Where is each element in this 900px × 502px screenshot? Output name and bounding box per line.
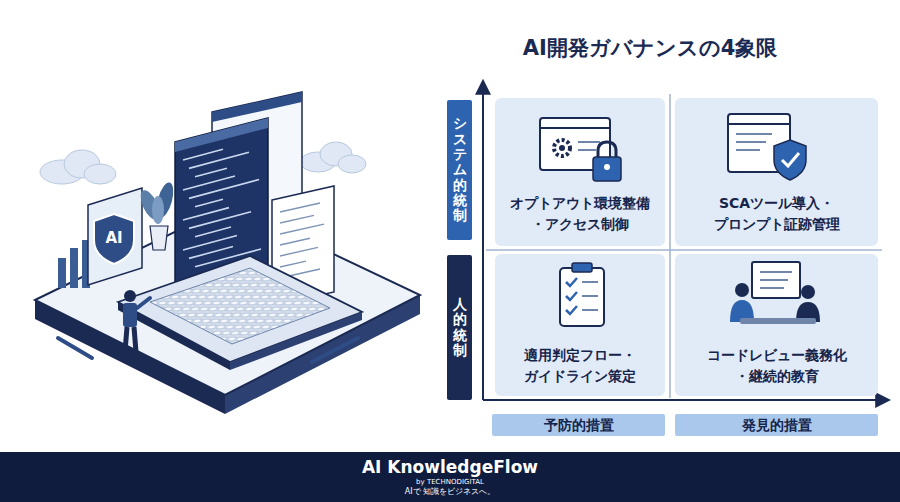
footer-band: AI KnowledgeFlowby TECHNODIGITALAIで 知識をビ… xyxy=(0,452,900,502)
person xyxy=(123,290,150,352)
shield-check-icon xyxy=(728,114,806,180)
diagram-title: AI開発ガバナンスの4象限 xyxy=(470,34,830,62)
x-axis xyxy=(483,399,888,401)
laptop-edge xyxy=(230,312,362,370)
quadrant-divider xyxy=(669,94,671,398)
quadrant-text: コードレビュー義務化 ・継続的教育 xyxy=(702,345,852,386)
axis-category: 発見的措置 xyxy=(742,417,812,434)
quadrant-text: 適用判定フロー・ ガイドライン策定 xyxy=(505,345,655,386)
y-axis xyxy=(482,82,484,400)
brand-name: AI KnowledgeFlow xyxy=(362,457,538,478)
axis-category: 予防的措置 xyxy=(544,417,614,434)
settings-lock-icon xyxy=(540,118,621,181)
laptop-base xyxy=(118,256,362,362)
pen xyxy=(312,338,358,362)
brand-tagline: AIで 知識をビジネスへ。 xyxy=(405,487,495,497)
shield-label: AI xyxy=(96,229,132,247)
quadrant-divider xyxy=(486,249,882,251)
axis-label: システム的統制 xyxy=(453,116,467,224)
meeting-icon xyxy=(730,262,820,324)
window-bar xyxy=(212,92,302,122)
window-bar xyxy=(175,118,268,152)
brand-byline: by TECHNODIGITAL xyxy=(416,478,484,487)
axis-label: 人的統制 xyxy=(453,297,467,359)
ai-panel xyxy=(88,188,142,285)
axis-category-box: 発見的措置 xyxy=(675,414,878,436)
axis-label-box: 人的統制 xyxy=(447,255,472,400)
ai-shield xyxy=(94,214,134,264)
quadrant-text: SCAツール導入・ プロンプト証跡管理 xyxy=(702,193,852,234)
axis-label-box: システム的統制 xyxy=(447,100,472,240)
keyboard xyxy=(150,268,330,344)
laptop-edge xyxy=(118,302,230,370)
pen xyxy=(58,338,92,358)
plant xyxy=(137,181,177,250)
axis-category-box: 予防的措置 xyxy=(492,414,665,436)
bar-chart xyxy=(58,240,90,288)
document-lines xyxy=(280,203,324,278)
clipboard-icon xyxy=(560,263,604,326)
quadrant-text: オプトアウト環境整備 ・アクセス制御 xyxy=(505,193,655,234)
